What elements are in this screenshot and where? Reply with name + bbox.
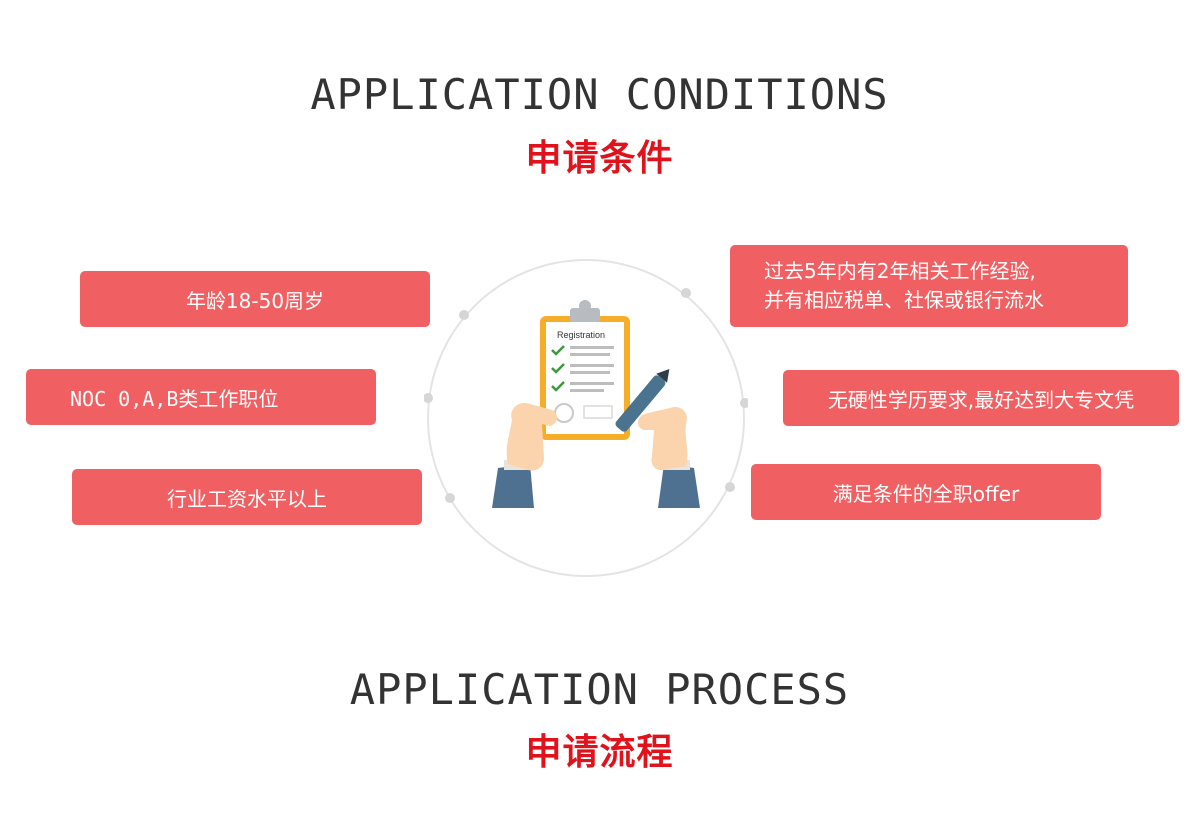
condition-education-text: 无硬性学历要求,最好达到大专文凭 [827, 387, 1135, 412]
circle-dot [725, 482, 735, 492]
circle-dot [459, 310, 469, 320]
condition-salary: 行业工资水平以上 [72, 469, 422, 525]
clipboard-label: Registration [557, 330, 605, 340]
condition-age-text: 年龄18-50周岁 [185, 288, 325, 313]
conditions-title-cn: 申请条件 [525, 138, 674, 179]
condition-noc-text: NOC 0,A,B类工作职位 [70, 386, 279, 411]
condition-offer: 满足条件的全职offer [751, 464, 1101, 520]
condition-experience-line2: 并有相应税单、社保或银行流水 [764, 288, 1044, 312]
condition-experience-line1: 过去5年内有2年相关工作经验, [764, 259, 1036, 283]
circle-dot [424, 393, 433, 403]
circle-dot [740, 398, 748, 408]
condition-noc: NOC 0,A,B类工作职位 [26, 369, 376, 425]
condition-education: 无硬性学历要求,最好达到大专文凭 [783, 370, 1179, 426]
condition-salary-text: 行业工资水平以上 [167, 486, 327, 511]
conditions-title-en: APPLICATION CONDITIONS [310, 70, 889, 119]
process-title-cn: 申请流程 [525, 732, 674, 773]
circle-dot [445, 493, 455, 503]
registration-illustration: Registration [424, 259, 748, 577]
circle-dot [681, 288, 691, 298]
outer-circle [427, 259, 745, 577]
process-title-en: APPLICATION PROCESS [349, 665, 850, 714]
condition-age: 年龄18-50周岁 [80, 271, 430, 327]
condition-experience: 过去5年内有2年相关工作经验, 并有相应税单、社保或银行流水 [730, 245, 1128, 327]
clipboard-registration-icon: Registration [492, 300, 700, 508]
condition-offer-text: 满足条件的全职offer [832, 481, 1020, 506]
